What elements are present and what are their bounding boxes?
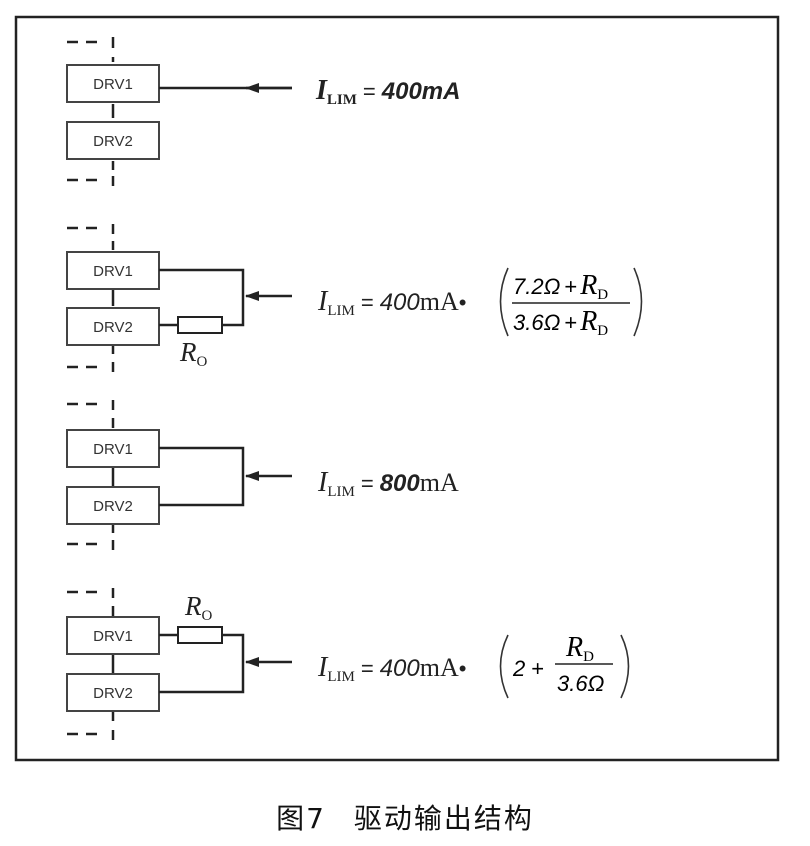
equation-2-left: ILIM=400mA• xyxy=(317,286,466,319)
drv2-label: DRV2 xyxy=(93,319,133,336)
left-paren xyxy=(499,634,509,699)
equation-3: ILIM=800mA xyxy=(317,467,459,500)
bus-line xyxy=(67,588,115,740)
figure-caption: 图7 驱动输出结构 xyxy=(0,797,810,837)
drv2-box xyxy=(66,486,160,525)
section-4: DRV1 DRV2 RO ILIM=400mA• 2+ RD 3.6Ω xyxy=(66,588,630,740)
drv1-box xyxy=(66,64,160,103)
resistor-ro xyxy=(177,626,223,644)
drv1-wire xyxy=(159,268,245,327)
fraction-numerator: RD xyxy=(565,632,594,665)
drv2-label: DRV2 xyxy=(93,685,133,702)
fraction-denominator: 3.6Ω+RD xyxy=(513,306,608,339)
drv2-box xyxy=(66,121,160,160)
drv1-label: DRV1 xyxy=(93,441,133,458)
equation-4-two: 2+ xyxy=(512,656,544,681)
equation-1: ILIM=400mA xyxy=(315,75,460,108)
figure-title: 驱动输出结构 xyxy=(353,802,534,835)
figure-number: 图7 xyxy=(276,802,326,835)
resistor-ro-label: RO xyxy=(184,591,213,624)
bus-line xyxy=(67,400,115,550)
drv2-box xyxy=(66,307,160,346)
section-2: DRV1 DRV2 RO ILIM=400mA• 7.2Ω+RD 3.6Ω+RD xyxy=(66,224,643,372)
equation-4-left: ILIM=400mA• xyxy=(317,652,466,685)
drv1-label: DRV1 xyxy=(93,263,133,280)
merge-wire xyxy=(159,446,245,507)
section-3: DRV1 DRV2 ILIM=800mA xyxy=(66,400,459,550)
drv2-label: DRV2 xyxy=(93,498,133,515)
drv1-box xyxy=(66,429,160,468)
drv1-box xyxy=(66,251,160,290)
resistor-ro-label: RO xyxy=(179,337,208,370)
drv2-label: DRV2 xyxy=(93,133,133,150)
fraction-numerator: 7.2Ω+RD xyxy=(513,270,608,303)
fraction-denominator: 3.6Ω xyxy=(557,671,604,696)
right-paren xyxy=(633,267,643,337)
left-paren xyxy=(499,267,509,337)
drv1-label: DRV1 xyxy=(93,628,133,645)
right-paren xyxy=(620,634,630,699)
bus-line xyxy=(67,37,115,186)
resistor-ro xyxy=(177,316,223,334)
merge-wire xyxy=(159,633,245,694)
bus-line xyxy=(67,224,115,372)
drv1-label: DRV1 xyxy=(93,76,133,93)
section-1: DRV1 DRV2 ILIM=400mA xyxy=(66,37,460,186)
drv2-box xyxy=(66,673,160,712)
figure-frame xyxy=(14,15,780,762)
